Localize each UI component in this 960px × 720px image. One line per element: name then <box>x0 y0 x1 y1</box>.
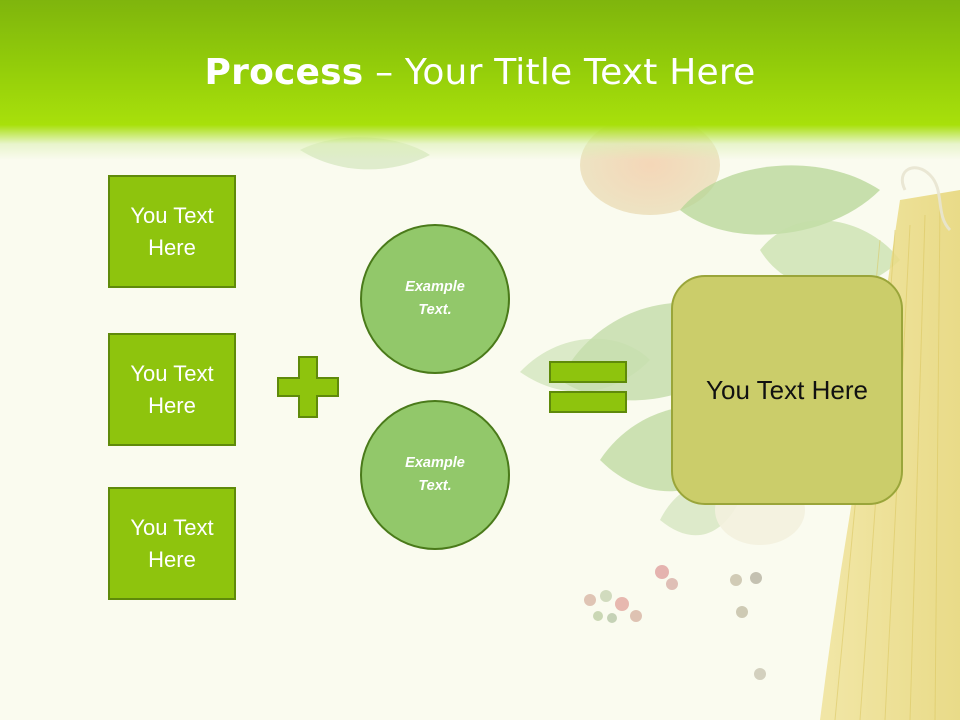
text-box-label: You Text Here <box>130 202 214 260</box>
example-circle-1[interactable]: Example Text. <box>360 224 510 374</box>
circle-label: Example Text. <box>405 455 465 494</box>
text-box-2[interactable]: You Text Here <box>108 333 236 446</box>
circle-label: Example Text. <box>405 279 465 318</box>
example-circle-2[interactable]: Example Text. <box>360 400 510 550</box>
plus-icon <box>277 356 339 418</box>
title-rest-part: Your Title Text Here <box>404 52 756 93</box>
result-box[interactable]: You Text Here <box>671 275 903 505</box>
equals-icon <box>549 361 627 413</box>
text-box-label: You Text Here <box>130 514 214 572</box>
text-box-1[interactable]: You Text Here <box>108 175 236 288</box>
text-box-3[interactable]: You Text Here <box>108 487 236 600</box>
title-separator: – <box>363 52 405 93</box>
title-bold-part: Process <box>204 52 364 93</box>
result-label: You Text Here <box>706 374 868 405</box>
text-box-label: You Text Here <box>130 360 214 418</box>
slide-title: Process – Your Title Text Here <box>0 52 960 93</box>
header-band <box>0 0 960 160</box>
